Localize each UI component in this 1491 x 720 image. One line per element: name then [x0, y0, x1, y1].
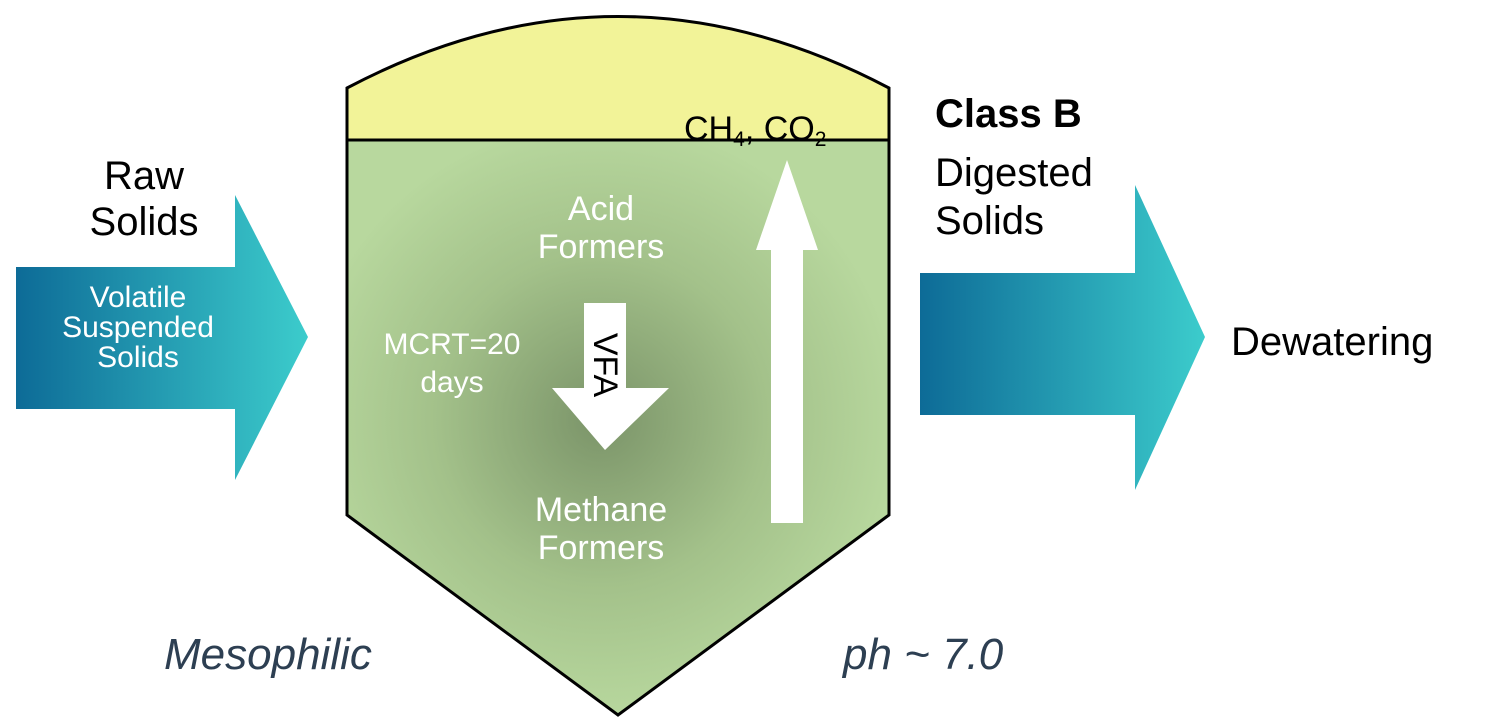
inlet-arrow — [16, 195, 308, 480]
vss-line3: Solids — [97, 341, 179, 374]
gas-up-arrow — [756, 160, 818, 523]
digested-solids-line1: Digested — [935, 151, 1093, 195]
digested-solids-line2: Solids — [935, 199, 1044, 243]
gas-label: CH4, CO2 — [684, 110, 826, 150]
methane-formers-line1: Methane — [534, 491, 668, 529]
mcrt-label: MCRT=20 days — [384, 330, 521, 398]
vss-line1: Volatile — [89, 281, 187, 314]
gas-co: , CO — [744, 110, 815, 148]
mcrt-line2: days — [420, 366, 484, 399]
acid-formers-line1: Acid — [567, 190, 635, 228]
methane-formers-line2: Formers — [537, 529, 665, 567]
acid-formers-line2: Formers — [537, 228, 665, 266]
gas-co-sub: 2 — [814, 128, 827, 152]
gas-dome — [345, 15, 891, 142]
acid-formers-label: Acid Formers — [538, 192, 665, 264]
volatile-suspended-solids-label: Volatile Suspended Solids — [62, 283, 214, 373]
mesophilic-label: Mesophilic — [164, 630, 372, 679]
methane-formers-label: Methane Formers — [535, 493, 667, 565]
raw-solids-label: Raw Solids — [90, 156, 199, 242]
vss-line2: Suspended — [62, 311, 214, 344]
vfa-label: VFA — [586, 332, 624, 398]
vfa-down-arrow — [552, 303, 669, 450]
class-b-label: Class B — [935, 92, 1082, 136]
digested-solids-label: Digested Solids — [935, 153, 1093, 241]
outlet-arrow — [920, 185, 1205, 490]
mcrt-line1: MCRT=20 — [383, 328, 521, 361]
raw-solids-line1: Raw — [103, 154, 185, 198]
gas-ch-sub: 4 — [733, 128, 745, 152]
raw-solids-line2: Solids — [89, 200, 199, 244]
gas-ch: CH — [684, 110, 734, 148]
dewatering-label: Dewatering — [1231, 320, 1434, 364]
ph-label: ph ~ 7.0 — [843, 630, 1004, 679]
